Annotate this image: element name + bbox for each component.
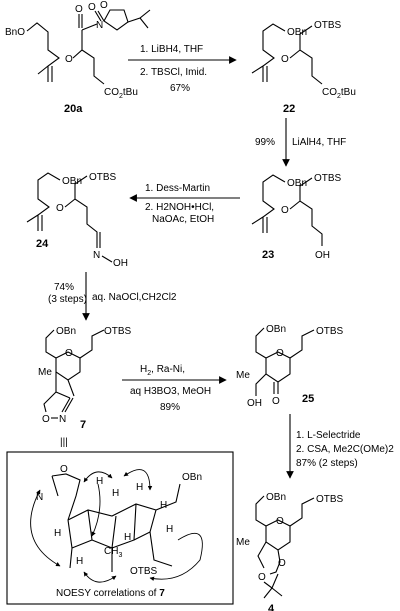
step3-line3: NaOAc, EtOH bbox=[152, 214, 214, 225]
noesy-h-d: H bbox=[160, 500, 167, 511]
compound-7-label: 7 bbox=[80, 419, 86, 431]
obn-label-22: OBn bbox=[287, 27, 307, 38]
oxazolidinone-ring-o: O bbox=[100, 0, 108, 11]
co2tbu-label-22: CO2tBu bbox=[322, 87, 356, 100]
step4-reagent: aq. NaOCl,CH2Cl2 bbox=[92, 292, 177, 303]
isoxazoline-o: O bbox=[42, 414, 50, 425]
noesy-otbs-label: OTBS bbox=[130, 566, 158, 577]
compound-22-structure: OBn O OTBS CO2tBu 22 bbox=[251, 20, 356, 115]
step6-line2: 2. CSA, Me2C(OMe)2 bbox=[296, 444, 394, 455]
step4-yield: 74% bbox=[54, 282, 74, 293]
otbs-label-23: OTBS bbox=[314, 173, 342, 184]
noesy-n-label: N bbox=[36, 492, 43, 503]
otbs-label-22: OTBS bbox=[314, 20, 342, 31]
oxime-n-label: N bbox=[93, 250, 100, 261]
step1-line1: 1. LiBH4, THF bbox=[140, 44, 203, 55]
equivalence-symbol: ||| bbox=[60, 437, 68, 448]
compound-23-label: 23 bbox=[262, 249, 274, 261]
noesy-h-a: H bbox=[96, 476, 103, 487]
otbs-label-25: OTBS bbox=[316, 326, 344, 337]
isoxazoline-n: N bbox=[59, 414, 66, 425]
noesy-ch3-label: CH3 bbox=[104, 546, 122, 559]
oxazolidinone-n-label: N bbox=[96, 20, 103, 31]
oh-label-23: OH bbox=[315, 250, 330, 261]
step2-reagent: LiAlH4, THF bbox=[292, 137, 346, 148]
ketone-o-25: O bbox=[272, 396, 280, 407]
noesy-h-f: H bbox=[76, 556, 83, 567]
otbs-label-24: OTBS bbox=[89, 172, 117, 183]
step2-yield: 99% bbox=[255, 137, 275, 148]
compound-24-label: 24 bbox=[36, 238, 49, 250]
pyran-o-25: O bbox=[276, 348, 284, 359]
noesy-h-h: H bbox=[166, 524, 173, 535]
ether-o-label: O bbox=[65, 54, 73, 65]
compound-24-structure: OBn O OTBS N OH 24 bbox=[26, 172, 128, 269]
otbs-label-7: OTBS bbox=[104, 326, 132, 337]
step5-line2: aq H3BO3, MeOH bbox=[130, 386, 211, 397]
compound-7-structure: OBn O OTBS Me O N 7 ||| bbox=[38, 326, 132, 448]
step3-line2: 2. H2NOH•HCl, bbox=[145, 202, 214, 213]
compound-22-label: 22 bbox=[283, 103, 295, 115]
obn-label-7: OBn bbox=[56, 326, 76, 337]
obn-label-24: OBn bbox=[62, 176, 82, 187]
co2tbu-label-20a: CO2tBu bbox=[104, 87, 138, 100]
step6-line1: 1. L-Selectride bbox=[296, 430, 361, 441]
noesy-obn-label: OBn bbox=[182, 472, 202, 483]
otbs-label-4: OTBS bbox=[316, 494, 344, 505]
carbonyl-o-label: O bbox=[75, 4, 83, 15]
noesy-h-g: H bbox=[124, 532, 131, 543]
obn-label-25: OBn bbox=[266, 324, 286, 335]
noesy-caption: NOESY correlations of 7 bbox=[56, 588, 165, 599]
noesy-box: N O H H H H H H H H CH3 OBn OTBS NOESY c… bbox=[6, 451, 234, 605]
noesy-frame bbox=[6, 451, 234, 605]
step5-yield: 89% bbox=[160, 402, 180, 413]
noesy-h-b: H bbox=[112, 488, 119, 499]
oxazolidinone-o-carbonyl: O bbox=[88, 2, 96, 13]
oxime-oh-label: OH bbox=[113, 258, 128, 269]
obn-label-4: OBn bbox=[266, 492, 286, 503]
compound-4-structure: OBn O OTBS Me O O 4 bbox=[236, 492, 344, 611]
compound-25-structure: OBn O OTBS O Me OH 25 bbox=[236, 324, 344, 409]
noesy-h-c: H bbox=[136, 482, 143, 493]
noesy-h-e: H bbox=[54, 528, 61, 539]
bno-label: BnO bbox=[5, 27, 25, 38]
step3-line1: 1. Dess-Martin bbox=[145, 183, 210, 194]
me-label-4: Me bbox=[236, 537, 250, 548]
obn-label-23: OBn bbox=[287, 178, 307, 189]
compound-25-label: 25 bbox=[302, 393, 314, 405]
acetonide-o2: O bbox=[278, 558, 286, 569]
pyran-o-4: O bbox=[276, 516, 284, 527]
pyran-o-7: O bbox=[65, 348, 73, 359]
me-label-7: Me bbox=[38, 367, 52, 378]
compound-23-structure: OBn O OTBS OH 23 bbox=[251, 173, 342, 261]
step4-steps: (3 steps) bbox=[48, 294, 87, 305]
acetonide-o1: O bbox=[258, 572, 266, 583]
compound-20a-label: 20a bbox=[64, 103, 83, 115]
compound-4-label: 4 bbox=[268, 603, 275, 611]
oh-label-25: OH bbox=[247, 398, 262, 409]
ether-o-22: O bbox=[281, 54, 289, 65]
ether-o-23: O bbox=[281, 205, 289, 216]
step5-line1: H2, Ra-Ni, bbox=[140, 364, 185, 377]
step1-yield: 67% bbox=[170, 83, 190, 94]
ether-o-24: O bbox=[56, 203, 64, 214]
noesy-o-label: O bbox=[60, 464, 68, 475]
step6-yield: 87% (2 steps) bbox=[296, 458, 358, 469]
step1-line2: 2. TBSCl, Imid. bbox=[140, 67, 207, 78]
compound-20a-structure: BnO O O N O O CO2tBu 20a bbox=[5, 0, 151, 115]
me-label-25: Me bbox=[236, 370, 250, 381]
